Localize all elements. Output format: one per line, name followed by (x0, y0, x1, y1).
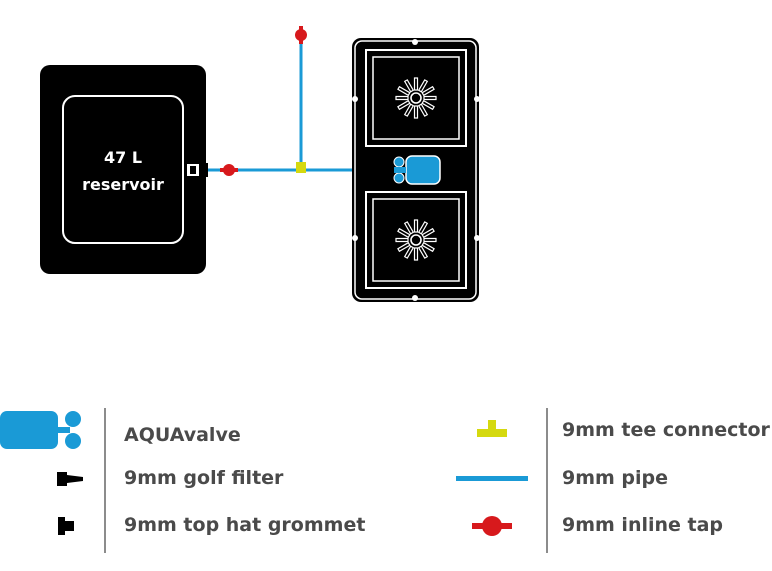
legend-divider-left (104, 408, 106, 553)
tee-connector-icon (477, 420, 507, 437)
reservoir-label-line2: reservoir (82, 175, 164, 194)
drainage-burst-icon (395, 219, 437, 261)
top-hat-grommet-icon (58, 517, 74, 535)
inline-tap-icon (472, 516, 512, 536)
legend-label-top-hat-grommet: 9mm top hat grommet (124, 514, 366, 536)
legend-label-aquavalve: AQUAvalve (124, 424, 241, 446)
legend-label-golf-filter: 9mm golf filter (124, 467, 284, 489)
golf-filter-icon (57, 472, 83, 486)
legend-label-inline-tap: 9mm inline tap (562, 514, 724, 536)
reservoir: 47 L reservoir (40, 65, 206, 274)
legend-divider-right (546, 408, 548, 553)
inline-tap-vertical (295, 26, 307, 44)
tee-connector (296, 162, 306, 173)
inline-tap-horizontal (220, 164, 238, 176)
top-hat-grommet (185, 162, 208, 178)
drainage-burst-icon (395, 77, 437, 119)
pipe-icon (456, 476, 528, 481)
legend-label-tee-connector: 9mm tee connector (562, 419, 770, 441)
legend-label-pipe: 9mm pipe (562, 467, 669, 489)
aquavalve-icon (0, 411, 81, 449)
reservoir-label-line1: 47 L (104, 148, 142, 167)
aquavalve (393, 155, 441, 185)
